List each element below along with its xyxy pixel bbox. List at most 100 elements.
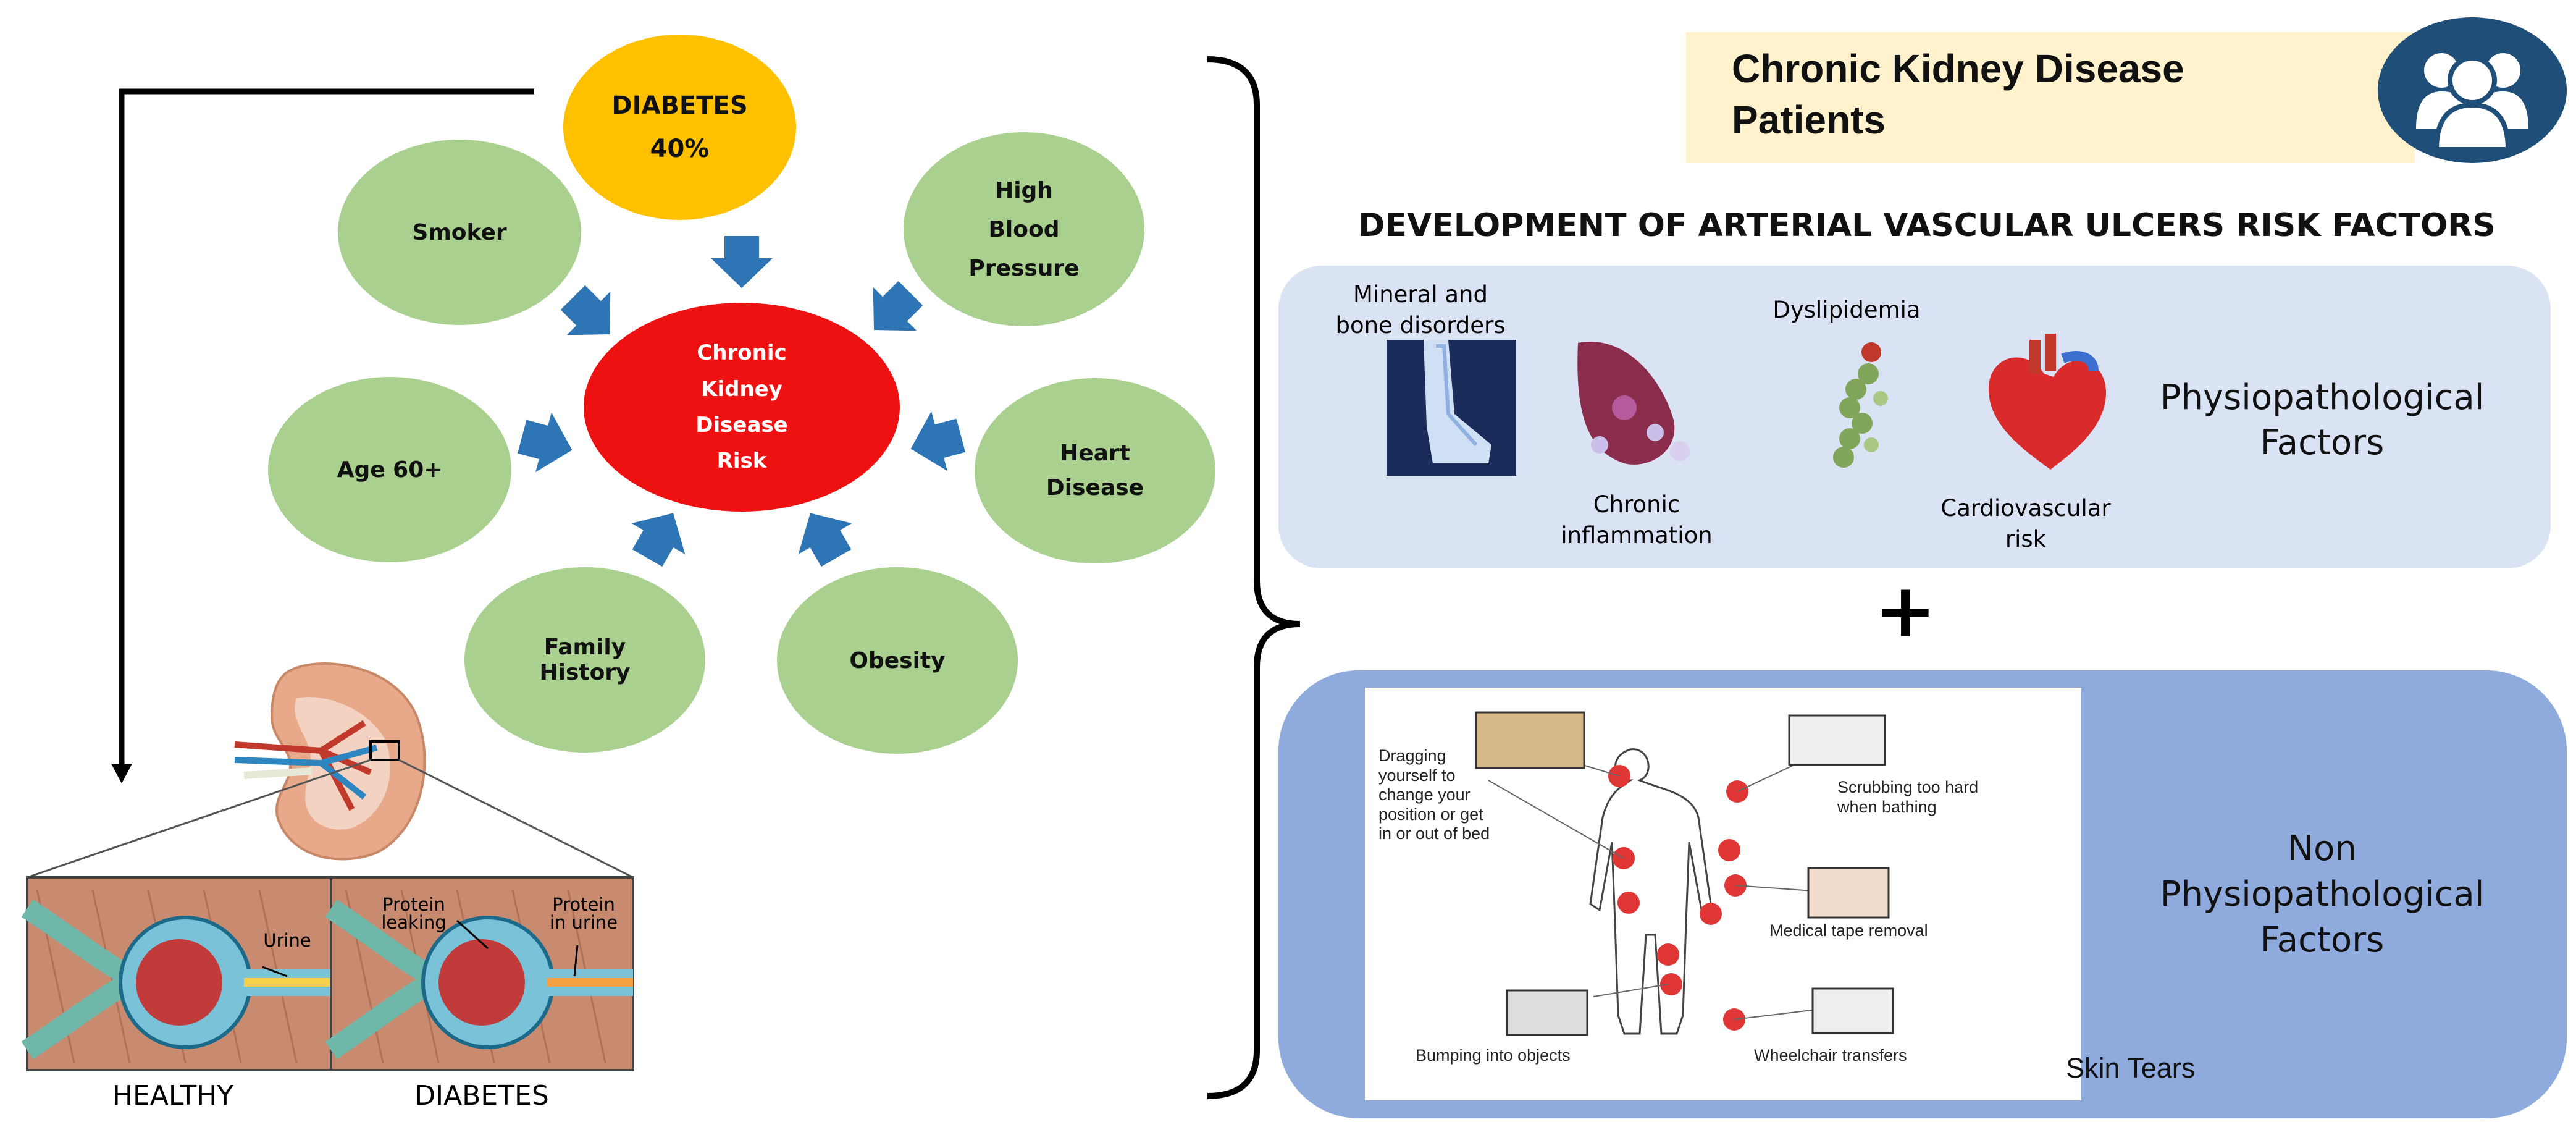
nonphysio-title-line-1: Non	[2288, 829, 2357, 869]
nonphysio-title-line-2: Physiopathological	[2160, 874, 2485, 914]
scrubbing-line-2: when bathing	[1837, 798, 1937, 817]
mineral-bone-label: Mineral and bone disorders	[1328, 279, 1513, 341]
non-physiopathological-panel: Dragging yourself to change your positio…	[1278, 670, 2567, 1118]
physiopathological-panel: Mineral and bone disorders Chronic infla…	[1278, 266, 2551, 568]
cardio-line-2: risk	[2005, 525, 2047, 552]
physio-illustrations	[1387, 334, 2106, 476]
diabetes-glomerulus-panel	[325, 876, 634, 1071]
high-blood-pressure-bubble: High Blood Pressure	[904, 132, 1144, 326]
bone-xray-image	[1387, 340, 1516, 476]
non-physiopathological-title: Non Physiopathological Factors	[2100, 826, 2545, 963]
cardio-line-1: Cardiovascular	[1940, 495, 2111, 521]
diabetes-value: 40%	[650, 135, 710, 163]
lipid-molecule-image	[1833, 342, 1888, 468]
patients-title: Chronic Kidney Disease Patients	[1732, 43, 2184, 146]
inflammation-image	[1577, 341, 1690, 465]
center-line-4: Risk	[716, 449, 767, 474]
healthy-label: HEALTHY	[112, 1080, 234, 1112]
arrow-from-high-bp	[873, 281, 923, 331]
bathing-thumbnail	[1788, 714, 1886, 766]
hbp-line-1: High	[995, 177, 1053, 203]
dyslipidemia-label: Dyslipidemia	[1773, 297, 1921, 323]
protein-leaking-line-1: Protein	[382, 894, 445, 915]
chronic-inflammation-label: Chronic inflammation	[1544, 489, 1729, 551]
dragging-line-5: in or out of bed	[1378, 824, 1490, 843]
patients-title-box: Chronic Kidney Disease Patients	[1686, 32, 2415, 163]
protein-in-urine-line-1: Protein	[552, 894, 615, 915]
patients-title-line-1: Chronic Kidney Disease	[1732, 46, 2184, 91]
inflammation-line-2: inflammation	[1561, 521, 1713, 549]
arrow-from-diabetes	[711, 236, 773, 288]
age-bubble: Age 60+	[268, 377, 511, 562]
hbp-line-2: Blood	[988, 216, 1060, 242]
diabetes-bubble: DIABETES 40%	[563, 35, 796, 220]
bed-thumbnail	[1475, 711, 1585, 769]
urine-label: Urine	[263, 930, 311, 951]
center-risk-bubble: Chronic Kidney Disease Risk	[584, 303, 900, 512]
nonphysio-title-line-3: Factors	[2260, 919, 2385, 960]
protein-in-urine-line-2: in urine	[549, 912, 618, 933]
dragging-line-4: position or get	[1378, 804, 1483, 824]
cardiovascular-risk-label: Cardiovascular risk	[1933, 493, 2118, 555]
heart-line-2: Disease	[1046, 475, 1144, 500]
hbp-line-3: Pressure	[968, 255, 1080, 281]
mineral-line-2: bone disorders	[1335, 311, 1506, 339]
kidney-illustration	[27, 662, 634, 879]
family-line-2: History	[539, 660, 631, 685]
family-line-1: Family	[543, 634, 626, 660]
scrubbing-caption: Scrubbing too hard when bathing	[1837, 777, 1978, 817]
protein-leaking-line-2: leaking	[381, 912, 447, 933]
body-outline	[1589, 748, 1712, 1035]
dragging-caption: Dragging yourself to change your positio…	[1378, 746, 1490, 844]
grouping-brace	[1207, 56, 1301, 1099]
diabetes-kidney-label: DIABETES	[414, 1080, 549, 1112]
protein-leaking-label: Protein leaking	[374, 896, 454, 932]
physiopathological-title: Physiopathological Factors	[2100, 376, 2545, 466]
factor-arrows	[517, 236, 966, 567]
physio-title-line-2: Factors	[2260, 422, 2385, 463]
connector-arrowhead	[111, 764, 132, 783]
healthy-glomerulus-panel	[21, 876, 332, 1071]
wheelchair-thumbnail	[1811, 987, 1894, 1034]
smoker-bubble: Smoker	[338, 140, 581, 325]
connector-line	[119, 88, 534, 766]
tape-caption: Medical tape removal	[1769, 921, 1928, 940]
heart-line-1: Heart	[1060, 441, 1130, 466]
arrow-from-smoker	[560, 285, 611, 335]
obesity-bubble: Obesity	[777, 567, 1018, 754]
heart-disease-bubble: Heart Disease	[975, 378, 1215, 563]
dragging-line-3: change your	[1378, 785, 1471, 804]
section-title: DEVELOPMENT OF ARTERIAL VASCULAR ULCERS …	[1358, 207, 2496, 244]
smoker-label: Smoker	[412, 219, 507, 245]
bump-thumbnail	[1506, 989, 1588, 1036]
heart-image	[1989, 334, 2106, 470]
age-label: Age 60+	[337, 457, 443, 483]
people-group-icon	[2378, 17, 2567, 163]
protein-in-urine-label: Protein in urine	[537, 896, 630, 932]
inflammation-line-1: Chronic	[1593, 491, 1680, 518]
family-history-bubble: Family History	[464, 567, 705, 753]
physio-title-line-1: Physiopathological	[2160, 378, 2485, 418]
dragging-line-1: Dragging	[1378, 746, 1446, 765]
skin-tears-illustration: Dragging yourself to change your positio…	[1365, 688, 2081, 1100]
wheelchair-caption: Wheelchair transfers	[1754, 1046, 1907, 1065]
center-line-2: Kidney	[701, 376, 782, 402]
arrow-from-age	[517, 412, 573, 473]
people-group-icon-glyph	[2416, 53, 2528, 152]
bumping-caption: Bumping into objects	[1416, 1046, 1571, 1065]
skin-tears-figure	[1475, 711, 1894, 1036]
center-line-3: Disease	[695, 413, 788, 437]
scrubbing-line-1: Scrubbing too hard	[1837, 778, 1979, 796]
tape-thumbnail	[1807, 867, 1890, 919]
diabetes-label: DIABETES	[611, 91, 748, 120]
arrow-from-heart	[910, 411, 966, 471]
patients-title-line-2: Patients	[1732, 98, 1886, 143]
arrow-from-obesity	[798, 513, 852, 567]
center-line-1: Chronic	[697, 340, 787, 366]
obesity-label: Obesity	[849, 648, 946, 673]
dragging-line-2: yourself to	[1378, 766, 1456, 785]
skin-tears-label: Skin Tears	[2066, 1052, 2196, 1084]
plus-sign: +	[1874, 568, 1937, 654]
arrow-from-family	[631, 513, 686, 567]
